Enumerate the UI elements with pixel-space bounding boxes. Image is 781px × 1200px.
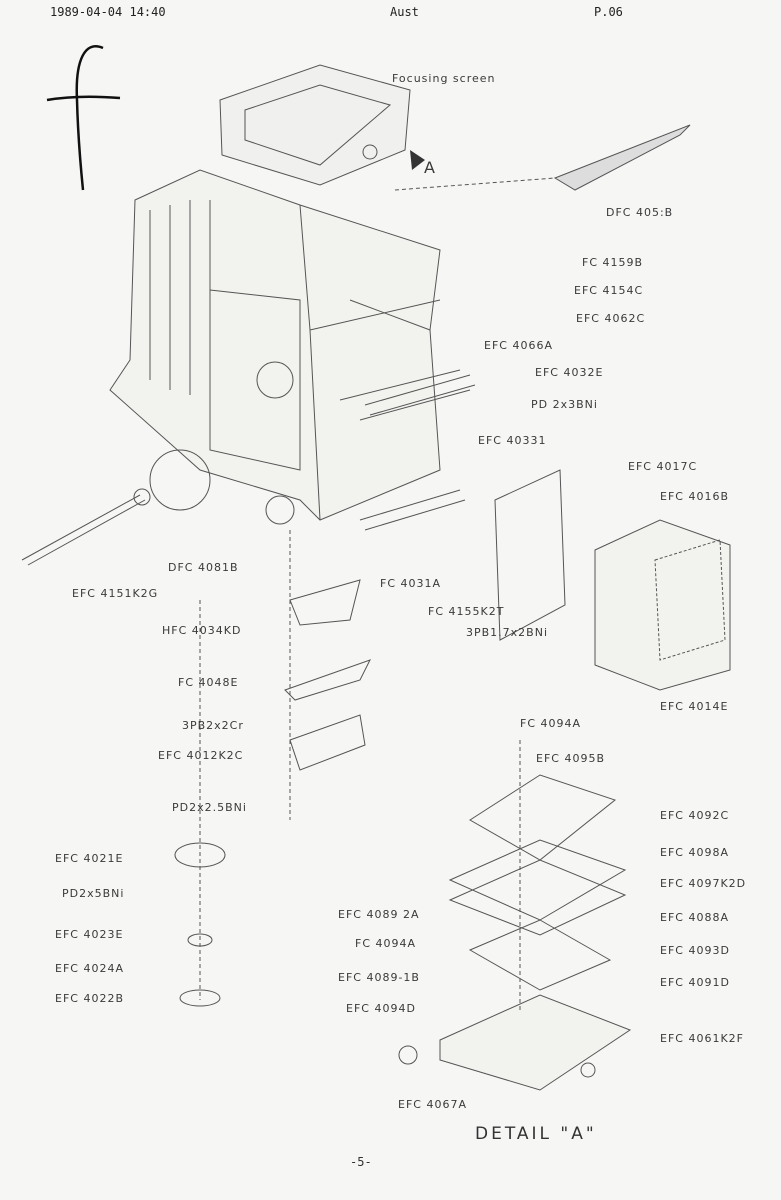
label-part: EFC 4022B xyxy=(55,992,124,1005)
label-part: EFC 4014E xyxy=(660,700,729,713)
label-part: EFC 4032E xyxy=(535,366,604,379)
label-part: PD2x2.5BNi xyxy=(172,801,247,814)
label-detail-part: FC 4094A xyxy=(520,717,582,730)
label-part: FC 4155K2T xyxy=(428,605,505,618)
label-focusing-screen: Focusing screen xyxy=(392,72,496,85)
page-number: -5- xyxy=(350,1155,372,1169)
view-arrow-icon xyxy=(410,150,425,170)
label-part: PD2x5BNi xyxy=(62,887,125,900)
label-detail-part: EFC 4089 2A xyxy=(338,908,420,921)
label-detail-part: EFC 4093D xyxy=(660,944,730,957)
label-part: 3PB2x2Cr xyxy=(182,719,244,732)
focusing-screen-part xyxy=(219,64,411,186)
label-detail-part: EFC 4091D xyxy=(660,976,730,989)
fax-sender: Aust xyxy=(390,5,419,19)
label-detail-part: EFC 4088A xyxy=(660,911,729,924)
label-part: HFC 4034KD xyxy=(162,624,242,637)
label-part: EFC 40331 xyxy=(478,434,547,447)
label-part: EFC 4021E xyxy=(55,852,124,865)
label-detail-part: FC 4094A xyxy=(355,937,417,950)
label-part: FC 4159B xyxy=(582,256,644,269)
label-part: EFC 4062C xyxy=(576,312,646,325)
label-detail-part: EFC 4092C xyxy=(660,809,730,822)
label-part: FC 4048E xyxy=(178,676,239,689)
label-part: DFC 4081B xyxy=(168,561,239,574)
fax-page: P.06 xyxy=(594,5,623,19)
label-part: EFC 4024A xyxy=(55,962,124,975)
label-part: 3PB1.7x2BNi xyxy=(466,626,549,639)
label-part: EFC 4151K2G xyxy=(72,587,159,600)
camera-body-part xyxy=(109,169,471,525)
label-part: PD 2x3BNi xyxy=(531,398,598,411)
label-detail-part: EFC 4067A xyxy=(398,1098,467,1111)
label-part: EFC 4023E xyxy=(55,928,124,941)
label-part: EFC 4016B xyxy=(660,490,729,503)
label-part: EFC 4154C xyxy=(574,284,644,297)
label-part: EFC 4066A xyxy=(484,339,553,352)
label-part: EFC 4017C xyxy=(628,460,698,473)
label-part: DFC 405:B xyxy=(606,206,674,219)
label-detail-part: EFC 4098A xyxy=(660,846,729,859)
label-detail-part: EFC 4095B xyxy=(536,752,605,765)
label-detail-part: EFC 4061K2F xyxy=(660,1032,744,1045)
label-detail-part: EFC 4089-1B xyxy=(338,971,420,984)
shaft-part xyxy=(21,494,146,566)
label-part: FC 4031A xyxy=(380,577,442,590)
handwritten-f-mark xyxy=(46,45,121,191)
label-detail-part: EFC 4097K2D xyxy=(660,877,747,890)
label-view-a: A xyxy=(424,158,436,177)
detail-a-title: DETAIL "A" xyxy=(475,1124,597,1144)
fax-datetime: 1989-04-04 14:40 xyxy=(50,5,166,19)
label-detail-part: EFC 4094D xyxy=(346,1002,416,1015)
label-part: EFC 4012K2C xyxy=(158,749,244,762)
